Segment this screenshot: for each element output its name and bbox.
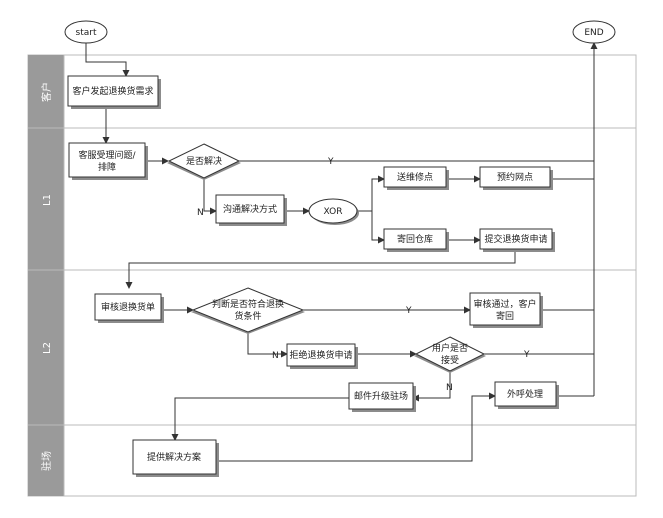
cs-handle-label-line1: 客服受理问题/ — [78, 149, 136, 161]
mail-upgrade-label: 邮件升级驻场 — [354, 390, 408, 402]
edge-submit-to-review — [125, 251, 516, 289]
node-send-repair: 送维修点 — [383, 166, 449, 190]
node-send-warehouse: 寄回仓库 — [383, 228, 449, 252]
lane-label-onsite: 驻场 — [40, 451, 53, 471]
send-warehouse-label: 寄回仓库 — [397, 233, 433, 245]
edge-xor-to-warehouse — [358, 210, 385, 244]
label-judge-yes: Y — [405, 306, 412, 316]
node-customer-request: 客户发起退换货需求 — [67, 75, 161, 109]
edge-labels: Y N Y N Y N — [197, 157, 530, 393]
node-mail-upgrade: 邮件升级驻场 — [348, 382, 416, 412]
node-outbound-call: 外呼处理 — [494, 381, 559, 409]
edge-accept-no — [412, 370, 451, 402]
label-accept-no: N — [446, 383, 453, 393]
reject-label: 拒绝退换货申请 — [289, 349, 352, 361]
user-accept-label-line2: 接受 — [441, 354, 459, 366]
customer-request-label: 客户发起退换货需求 — [72, 85, 153, 97]
label-accept-yes: Y — [523, 350, 530, 360]
label-resolved-yes: Y — [327, 157, 334, 167]
send-repair-label: 送维修点 — [397, 171, 433, 183]
approved-label-line1: 审核通过，客户 — [473, 298, 536, 310]
user-accept-label-line1: 用户是否 — [432, 342, 468, 354]
start-node: start — [64, 20, 108, 44]
approved-label-line2: 寄回 — [496, 310, 514, 322]
lane-label-customer: 客户 — [40, 82, 53, 102]
edge-upgrade-to-solution — [171, 397, 349, 441]
edge-solution-to-call — [218, 392, 496, 462]
node-resolved-decision: 是否解决 — [167, 143, 241, 180]
review-order-label: 审核退换货单 — [101, 301, 155, 313]
node-approved: 审核通过，客户 寄回 — [469, 292, 543, 328]
node-submit-request: 提交退换货申请 — [479, 228, 555, 252]
judge-label-line1: 判断是否符合退换 — [212, 298, 284, 310]
node-provide-solution: 提供解决方案 — [132, 439, 219, 477]
start-label: start — [76, 28, 97, 38]
cs-handle-label-line2: 排障 — [98, 161, 116, 173]
connectors — [85, 42, 598, 462]
end-node: END — [572, 20, 616, 44]
edge-start-to-request — [85, 43, 130, 77]
book-outlet-label: 预约网点 — [497, 171, 533, 183]
xor-label: XOR — [324, 207, 343, 217]
communicate-label: 沟通解决方式 — [223, 203, 277, 215]
label-resolved-no: N — [197, 208, 204, 218]
node-book-outlet: 预约网点 — [479, 166, 553, 190]
node-judge-decision: 判断是否符合退换 货条件 — [191, 287, 305, 334]
lane-label-l1: L1 — [42, 194, 53, 206]
judge-label-line2: 货条件 — [234, 310, 261, 322]
node-xor: XOR — [308, 198, 359, 225]
node-user-accept-decision: 用户是否 接受 — [414, 336, 486, 373]
node-cs-handle: 客服受理问题/ 排障 — [68, 142, 148, 180]
node-reject: 拒绝退换货申请 — [286, 343, 358, 369]
node-review-order: 审核退换货单 — [94, 293, 164, 323]
node-communicate: 沟通解决方式 — [215, 194, 287, 226]
provide-solution-label: 提供解决方案 — [147, 451, 201, 463]
swimlanes: 客户 L1 L2 驻场 — [27, 54, 637, 497]
resolved-label: 是否解决 — [186, 155, 222, 167]
lane-label-l2: L2 — [42, 342, 53, 354]
submit-request-label: 提交退换货申请 — [484, 233, 547, 245]
edge-judge-no — [247, 332, 288, 358]
label-judge-no: N — [272, 351, 279, 361]
end-label: END — [584, 28, 603, 38]
edge-resolved-no — [203, 178, 217, 215]
outbound-call-label: 外呼处理 — [507, 388, 543, 400]
